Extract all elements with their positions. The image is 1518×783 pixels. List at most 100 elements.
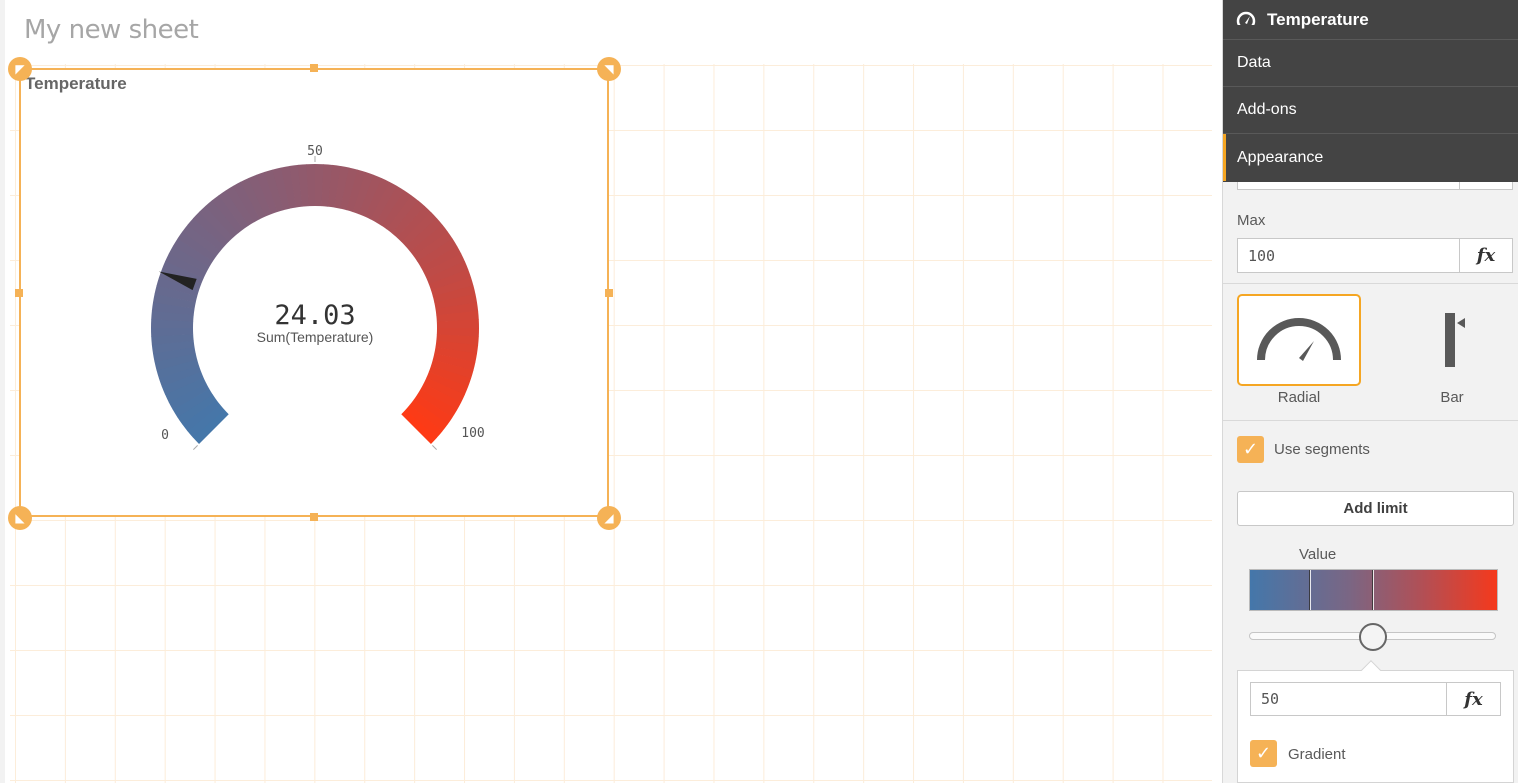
gauge-arc-segment [152, 346, 196, 363]
max-label: Max [1237, 212, 1266, 229]
gauge-arc-segment [386, 195, 419, 234]
gauge-arc-segment [420, 246, 462, 273]
gauge-measure-label: Sum(Temperature) [257, 329, 374, 345]
gauge-arc-segment [423, 253, 465, 279]
panel-title: Temperature [1267, 9, 1369, 29]
gauge-arc-segment [401, 409, 437, 444]
gauge-arc-segment [405, 404, 443, 439]
gauge-arc-segment [156, 359, 199, 379]
gauge-arc-segment [187, 217, 225, 252]
gauge-arc-segment [426, 261, 469, 285]
gauge-arc-segment [192, 409, 229, 444]
sheet-canvas[interactable]: My new sheet Temperature 24.03 Sum(Tempe… [0, 0, 1222, 783]
gauge-arc-segment [428, 365, 471, 388]
gauge-arc-segment [436, 310, 479, 322]
resize-left-handle[interactable] [15, 289, 23, 297]
use-segments-checkbox[interactable]: ✓ [1237, 436, 1264, 463]
use-segments-label: Use segments [1274, 441, 1370, 458]
gauge-arc-segment [391, 200, 426, 238]
gauge-arc-segment [158, 365, 202, 387]
gauge-arc-segment [280, 165, 297, 209]
gauge-icon [1236, 11, 1256, 30]
gauge-arc-segment [376, 185, 405, 226]
gauge-arc-segment [426, 371, 469, 396]
gauge-chart: 24.03 Sum(Temperature) 50 0 100 [151, 144, 485, 450]
gradient-checkbox[interactable]: ✓ [1250, 740, 1277, 767]
gauge-arc-segment [199, 205, 234, 242]
limit-value-input[interactable]: 50 [1250, 682, 1447, 716]
gauge-arc-segment [401, 212, 438, 247]
resize-top-handle[interactable] [310, 64, 318, 72]
limit-slider-thumb[interactable] [1359, 623, 1387, 651]
nav-add-ons[interactable]: Add-ons [1223, 87, 1518, 134]
resize-top-right-icon[interactable]: ◥ [597, 57, 621, 81]
bar-gauge-icon [1445, 313, 1465, 367]
gauge-arc-segment [431, 277, 474, 297]
gauge-arc-segment [168, 383, 210, 410]
gauge-arc-segment [264, 169, 284, 212]
gauge-tick-min: 0 [161, 428, 169, 443]
gauge-arc-segment [420, 383, 462, 411]
gauge-arc-segment [364, 178, 390, 220]
gauge-arc-segment [334, 166, 350, 209]
gauge-arc-segment [151, 327, 194, 337]
gauge-arc-segment [168, 245, 210, 273]
radial-type-card[interactable] [1237, 294, 1361, 386]
segment-limit-marker[interactable] [1372, 570, 1374, 610]
gauge-arc-segment [417, 389, 458, 418]
max-input[interactable]: 100 [1237, 238, 1460, 273]
gauge-arc-segment [153, 293, 196, 309]
gauge-arc-segment [151, 310, 194, 322]
gauge-arc-segment [352, 172, 375, 215]
gauge-arc-segment [396, 206, 432, 242]
gauge-arc-segment [205, 200, 239, 238]
properties-panel: Max 100 fx Radial Bar ✓ [1222, 0, 1518, 783]
gauge-arc-segment [233, 181, 260, 223]
gauge-arc-segment [211, 195, 244, 234]
segment-color-bar[interactable] [1249, 569, 1498, 611]
segment-limit-marker[interactable] [1309, 570, 1311, 610]
gauge-value-label: 24.03 [274, 300, 355, 331]
gauge-arc-segment [151, 301, 195, 316]
gauge-arc-segment [413, 231, 453, 262]
gauge-arc-segment [340, 167, 358, 211]
resize-bottom-handle[interactable] [310, 513, 318, 521]
add-limit-button[interactable]: Add limit [1237, 491, 1514, 526]
gauge-arc-segment [436, 334, 479, 346]
nav-data[interactable]: Data [1223, 40, 1518, 87]
resize-bottom-left-icon[interactable]: ◣ [8, 506, 32, 530]
gauge-arc-segment [256, 171, 278, 215]
gauge-arc-segment [182, 399, 221, 432]
panel-body: Max 100 fx Radial Bar ✓ [1223, 172, 1518, 783]
nav-appearance[interactable]: Appearance [1223, 134, 1518, 181]
gauge-arc-segment [409, 224, 448, 257]
gauge-arc-segment [225, 185, 255, 226]
gauge-arc-segment [321, 164, 333, 207]
resize-bottom-right-icon[interactable]: ◢ [597, 506, 621, 530]
gauge-arc-segment [187, 404, 225, 438]
bar-type-card[interactable] [1390, 294, 1514, 386]
gauge-arc-segment [248, 174, 272, 217]
gauge-arc-segment [161, 371, 204, 395]
gradient-label: Gradient [1288, 746, 1346, 763]
gauge-arc-segment [417, 238, 458, 268]
gauge-arc-segment [272, 167, 290, 211]
gauge-arc-segment [165, 377, 207, 403]
gauge-arc-segment [165, 253, 207, 279]
resize-right-handle[interactable] [605, 289, 613, 297]
gauge-object[interactable]: Temperature 24.03 Sum(Temperature) 50 0 … [19, 68, 609, 517]
segment-bar-label: Value [1299, 546, 1337, 563]
gauge-tick-mid: 50 [307, 144, 323, 159]
gauge-arc-segment [151, 318, 194, 328]
limit-fx-button[interactable]: fx [1446, 682, 1501, 716]
gauge-arc-segment [172, 238, 213, 267]
gauge-arc-segment [435, 340, 479, 355]
sheet-title: My new sheet [24, 15, 199, 45]
gauge-arc-segment [327, 164, 342, 208]
resize-top-left-icon[interactable]: ◤ [8, 57, 32, 81]
gauge-arc-segment [413, 394, 453, 425]
gauge-arc-segment [346, 169, 367, 213]
gauge-arc-segment [297, 164, 309, 207]
gauge-arc-segment [434, 347, 477, 363]
max-fx-button[interactable]: fx [1459, 238, 1513, 273]
